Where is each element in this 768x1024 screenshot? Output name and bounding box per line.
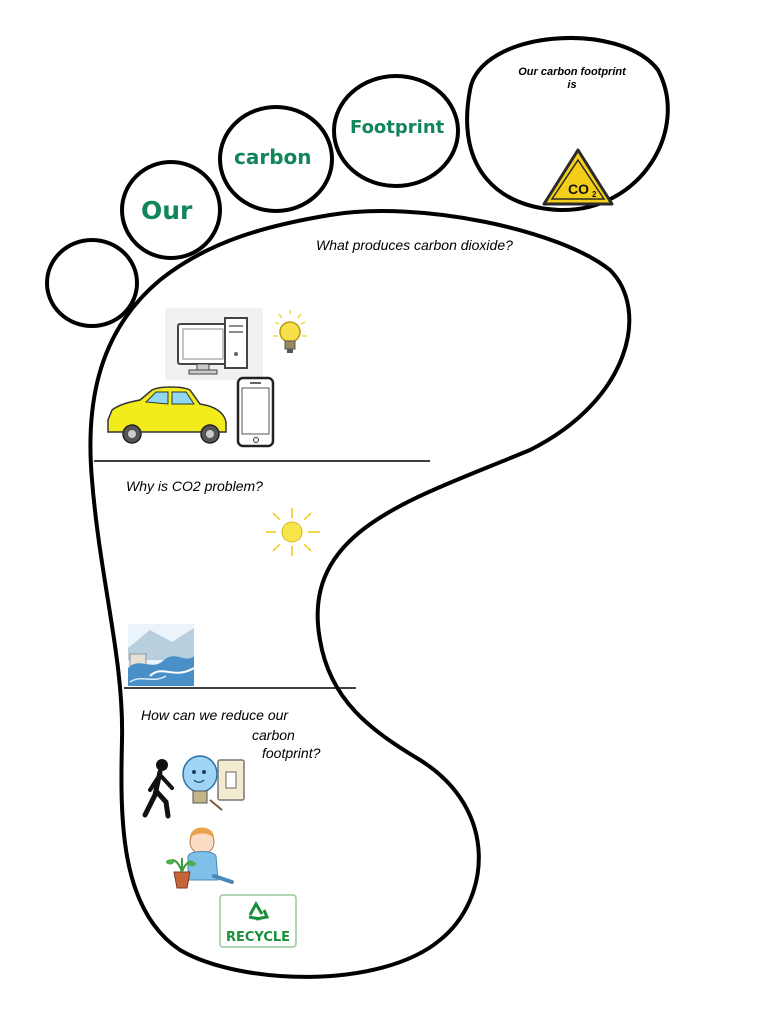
foot-outline bbox=[88, 209, 632, 979]
big-toe bbox=[465, 36, 670, 213]
phone-icon bbox=[236, 376, 275, 448]
co2-subscript: 2 bbox=[592, 190, 597, 199]
question-reduce-line2: carbon bbox=[252, 727, 295, 743]
child-planting-icon bbox=[166, 827, 234, 889]
big-toe-line1: Our carbon footprint bbox=[518, 66, 626, 78]
toe-word-carbon: carbon bbox=[234, 145, 312, 169]
question-reduce-line1: How can we reduce our bbox=[141, 707, 289, 723]
toe-footprint bbox=[332, 74, 460, 188]
toe-word-footprint: Footprint bbox=[350, 117, 445, 138]
question-why-problem: Why is CO2 problem? bbox=[126, 478, 263, 494]
car-icon bbox=[107, 386, 227, 444]
sun-icon bbox=[266, 508, 320, 556]
flood-icon bbox=[128, 624, 195, 686]
recycle-label: RECYCLE bbox=[226, 930, 290, 945]
walking-person-icon bbox=[142, 759, 174, 819]
question-what-produces: What produces carbon dioxide? bbox=[316, 237, 513, 253]
computer-icon bbox=[165, 308, 263, 380]
co2-label: CO bbox=[568, 181, 589, 197]
co2-warning-icon: CO 2 bbox=[542, 148, 614, 206]
light-switch-icon bbox=[182, 755, 245, 811]
toe-our bbox=[120, 160, 222, 260]
recycle-icon: RECYCLE bbox=[219, 894, 297, 948]
toe-word-our: Our bbox=[141, 196, 193, 225]
toe-small bbox=[45, 238, 139, 328]
big-toe-caption: Our carbon footprint is bbox=[492, 66, 652, 92]
light-bulb-icon bbox=[273, 310, 307, 353]
big-toe-line2: is bbox=[567, 79, 577, 91]
toe-carbon bbox=[218, 105, 334, 213]
question-reduce-line3: footprint? bbox=[262, 745, 321, 761]
